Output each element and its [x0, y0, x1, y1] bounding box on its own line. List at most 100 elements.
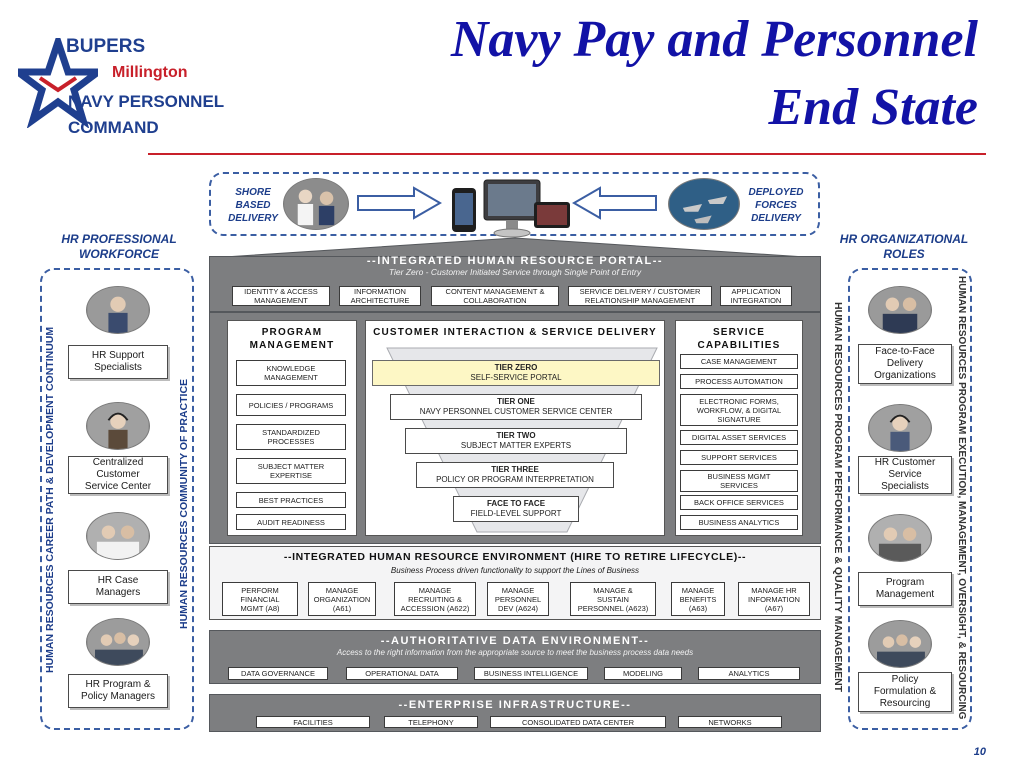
tier-one-name: TIER ONE [497, 397, 535, 406]
community-practice-vertical-label: HUMAN RESOURCES COMMUNITY OF PRACTICE [178, 378, 190, 630]
infra-chip-facilities: FACILITIES [256, 716, 370, 728]
infra-chip-data-center: CONSOLIDATED DATA CENTER [490, 716, 666, 728]
role-policy-formulation-resourcing: Policy Formulation & Resourcing [858, 672, 952, 712]
portal-chip-app-integration: APPLICATION INTEGRATION [720, 286, 792, 306]
sc-business-mgmt: BUSINESS MGMT SERVICES [680, 470, 798, 492]
logo-command: COMMAND [68, 118, 159, 137]
portal-subtitle: Tier Zero - Customer Initiated Service t… [388, 267, 642, 277]
arrow-left-icon [572, 186, 657, 220]
pm-standardized-processes: STANDARDIZED PROCESSES [236, 424, 346, 450]
sc-digital-asset: DIGITAL ASSET SERVICES [680, 430, 798, 445]
role-centralized-customer-service: Centralized Customer Service Center [68, 456, 168, 494]
role-hr-case-managers: HR Case Managers [68, 570, 168, 604]
data-env-subtitle: Access to the right information from the… [336, 648, 694, 657]
portal-title: --INTEGRATED HUMAN RESOURCE PORTAL-- [366, 255, 664, 267]
program-execution-vertical-label: HUMAN RESOURCES PROGRAM EXECUTION, MANAG… [956, 276, 967, 720]
title-divider [148, 153, 986, 155]
env-chip-organization: MANAGE ORGANIZATION (A61) [308, 582, 376, 616]
left-panel-heading: HR PROFESSIONAL WORKFORCE [61, 232, 177, 261]
page-title-line1: Navy Pay and Personnel [450, 11, 978, 68]
hr-customer-service-photo [868, 404, 932, 452]
devices-icon [452, 179, 570, 238]
portal-chip-content-mgmt: CONTENT MANAGEMENT & COLLABORATION [431, 286, 559, 306]
arrow-right-icon [357, 186, 442, 220]
sc-electronic-forms: ELECTRONIC FORMS, WORKFLOW, & DIGITAL SI… [680, 394, 798, 426]
data-chip-operational: OPERATIONAL DATA [346, 667, 458, 680]
deployed-photo [668, 178, 740, 230]
policy-formulation-photo [868, 620, 932, 668]
tier-two: TIER TWO SUBJECT MATTER EXPERTS [405, 428, 627, 454]
customer-interaction-title: CUSTOMER INTERACTION & SERVICE DELIVERY [373, 327, 657, 338]
sc-back-office: BACK OFFICE SERVICES [680, 495, 798, 510]
shore-photo [283, 178, 349, 230]
service-capabilities-title: SERVICE CAPABILITIES [697, 327, 781, 351]
program-management-photo [868, 514, 932, 562]
env-chip-benefits: MANAGE BENEFITS (A63) [671, 582, 725, 616]
pm-best-practices: BEST PRACTICES [236, 492, 346, 508]
face-to-face-photo [868, 286, 932, 334]
customer-service-photo [86, 402, 150, 450]
pm-audit-readiness: AUDIT READINESS [236, 514, 346, 530]
sc-process-automation: PROCESS AUTOMATION [680, 374, 798, 389]
role-program-management: Program Management [858, 572, 952, 606]
tier-one-desc: NAVY PERSONNEL CUSTOMER SERVICE CENTER [419, 407, 613, 416]
tier-zero-name: TIER ZERO [494, 363, 538, 372]
logo-millington: Millington [112, 64, 188, 81]
env-chip-recruiting: MANAGE RECRUITING & ACCESSION (A622) [394, 582, 476, 616]
sc-business-analytics: BUSINESS ANALYTICS [680, 515, 798, 530]
env-chip-hr-information: MANAGE HR INFORMATION (A67) [738, 582, 810, 616]
sc-support-services: SUPPORT SERVICES [680, 450, 798, 465]
sc-case-management: CASE MANAGEMENT [680, 354, 798, 369]
policy-managers-photo [86, 618, 150, 666]
data-chip-governance: DATA GOVERNANCE [228, 667, 328, 680]
star-logo-icon [18, 38, 98, 128]
tier-two-desc: SUBJECT MATTER EXPERTS [460, 441, 572, 450]
portal-roof [209, 237, 821, 258]
tier-zero: TIER ZERO SELF-SERVICE PORTAL [372, 360, 660, 386]
hr-support-photo [86, 286, 150, 334]
program-management-title: PROGRAM MANAGEMENT [249, 327, 335, 351]
role-face-to-face-delivery: Face-to-Face Delivery Organizations [858, 344, 952, 384]
tier-three: TIER THREE POLICY OR PROGRAM INTERPRETAT… [416, 462, 614, 488]
deployed-delivery-label: DEPLOYED FORCES DELIVERY [748, 187, 804, 224]
infra-chip-telephony: TELEPHONY [384, 716, 478, 728]
tier-two-name: TIER TWO [496, 431, 536, 440]
infra-chip-networks: NETWORKS [678, 716, 782, 728]
env-chip-financial: PERFORM FINANCIAL MGMT (A8) [222, 582, 298, 616]
npc-logo: BUPERS Millington NAVY PERSONNEL COMMAND [18, 30, 238, 150]
role-hr-support-specialists: HR Support Specialists [68, 345, 168, 379]
environment-title: --INTEGRATED HUMAN RESOURCE ENVIRONMENT … [283, 551, 747, 563]
logo-bupers: BUPERS [66, 36, 146, 57]
logo-navy-personnel: NAVY PERSONNEL [68, 92, 225, 111]
tier-face-to-face-desc: FIELD-LEVEL SUPPORT [470, 509, 562, 518]
tier-zero-desc: SELF-SERVICE PORTAL [470, 373, 562, 382]
tier-three-name: TIER THREE [491, 465, 539, 474]
shore-delivery-label: SHORE BASED DELIVERY [228, 187, 278, 224]
tier-face-to-face-name: FACE TO FACE [486, 499, 546, 508]
data-chip-analytics: ANALYTICS [698, 667, 800, 680]
data-chip-business-intelligence: BUSINESS INTELLIGENCE [474, 667, 588, 680]
data-env-title: --AUTHORITATIVE DATA ENVIRONMENT-- [380, 635, 650, 647]
right-panel-heading: HR ORGANIZATIONAL ROLES [839, 232, 969, 261]
role-hr-customer-service-specialists: HR Customer Service Specialists [858, 456, 952, 494]
program-performance-vertical-label: HUMAN RESOURCES PROGRAM PERFORMANCE & QU… [832, 301, 844, 693]
data-chip-modeling: MODELING [604, 667, 682, 680]
career-path-vertical-label: HUMAN RESOURCES CAREER PATH & DEVELOPMEN… [44, 326, 56, 674]
tier-face-to-face: FACE TO FACE FIELD-LEVEL SUPPORT [453, 496, 579, 522]
portal-chip-info-arch: INFORMATION ARCHITECTURE [339, 286, 421, 306]
pm-subject-matter-expertise: SUBJECT MATTER EXPERTISE [236, 458, 346, 484]
infrastructure-title: --ENTERPRISE INFRASTRUCTURE-- [398, 699, 632, 711]
pm-policies-programs: POLICIES / PROGRAMS [236, 394, 346, 416]
tier-three-desc: POLICY OR PROGRAM INTERPRETATION [436, 475, 594, 484]
page-title-line2: End State [768, 79, 979, 136]
portal-chip-service-delivery: SERVICE DELIVERY / CUSTOMER RELATIONSHIP… [568, 286, 712, 306]
pm-knowledge-management: KNOWLEDGE MANAGEMENT [236, 360, 346, 386]
env-chip-sustain: MANAGE & SUSTAIN PERSONNEL (A623) [570, 582, 656, 616]
case-managers-photo [86, 512, 150, 560]
page-number: 10 [973, 746, 986, 758]
environment-subtitle: Business Process driven functionality to… [390, 566, 640, 575]
env-chip-personnel-dev: MANAGE PERSONNEL DEV (A624) [487, 582, 549, 616]
tier-one: TIER ONE NAVY PERSONNEL CUSTOMER SERVICE… [390, 394, 642, 420]
portal-chip-identity: IDENTITY & ACCESS MANAGEMENT [232, 286, 330, 306]
role-hr-program-policy-managers: HR Program & Policy Managers [68, 674, 168, 708]
